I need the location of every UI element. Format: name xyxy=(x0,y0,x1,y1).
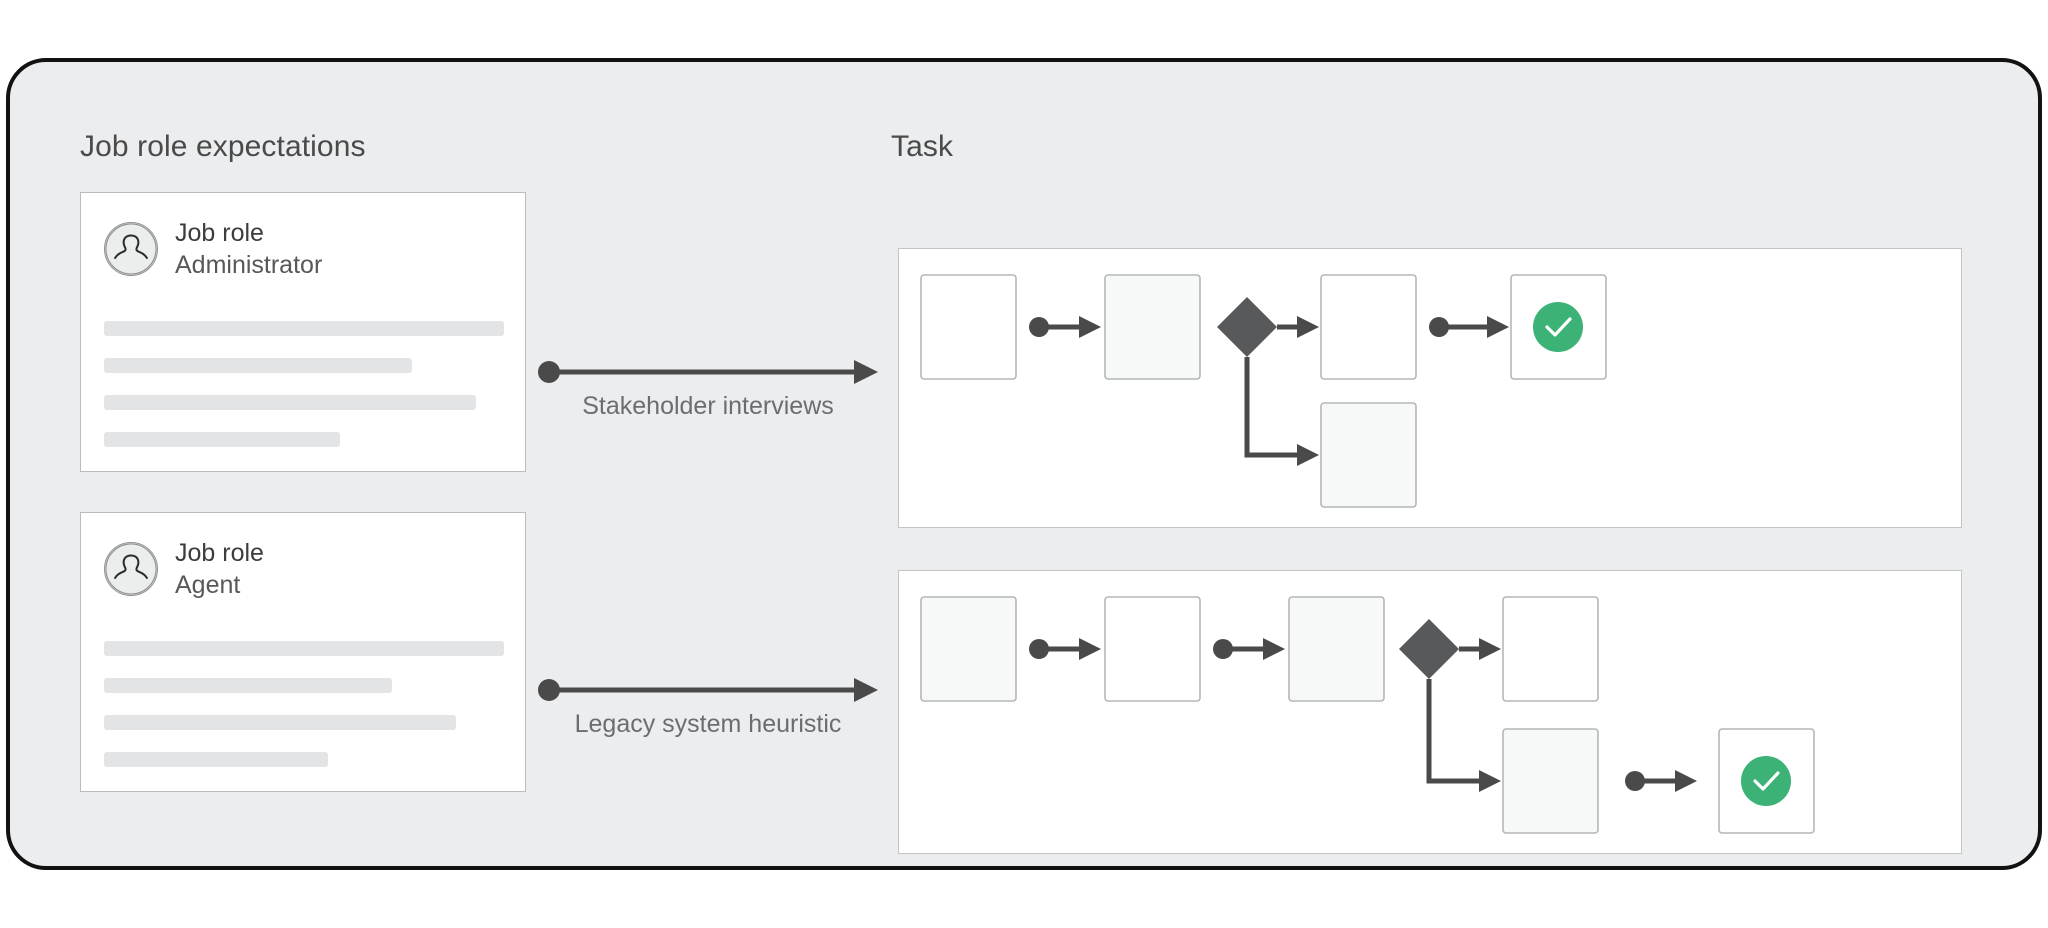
page-title-task: Task xyxy=(891,130,954,163)
job-role-header: Job role Administrator xyxy=(104,219,322,279)
connector-label: Legacy system heuristic xyxy=(574,710,842,738)
content-placeholder-list xyxy=(104,321,504,447)
task-flow-panel[interactable] xyxy=(898,248,1962,528)
placeholder-line xyxy=(104,432,340,447)
content-placeholder-list xyxy=(104,641,504,767)
connector-arrow-icon xyxy=(538,360,878,384)
diagram-frame: Job role expectations Task Job role Admi… xyxy=(6,58,2042,870)
job-role-label: Job role xyxy=(175,219,264,247)
success-check-icon xyxy=(1533,302,1583,352)
flow-node-step-1 xyxy=(920,596,1017,702)
flow-node-step-4 xyxy=(1502,596,1599,702)
flow-node-step-1 xyxy=(920,274,1017,380)
connector-legacy-system-heuristic: Legacy system heuristic xyxy=(538,670,878,760)
job-role-text: Job role Agent xyxy=(175,539,264,599)
decision-diamond-icon xyxy=(1399,619,1459,679)
connector-stakeholder-interviews: Stakeholder interviews xyxy=(538,352,878,442)
flow-node-step-2 xyxy=(1104,274,1201,380)
connector-arrow-icon xyxy=(538,678,878,702)
placeholder-line xyxy=(104,715,456,730)
success-check-icon xyxy=(1741,756,1791,806)
job-role-value: Agent xyxy=(175,571,241,599)
placeholder-line xyxy=(104,752,328,767)
flow-node-step-4 xyxy=(1320,402,1417,508)
placeholder-line xyxy=(104,358,412,373)
flow-node-step-2 xyxy=(1104,596,1201,702)
user-avatar-icon xyxy=(104,542,158,596)
job-role-value: Administrator xyxy=(175,251,323,279)
job-role-text: Job role Administrator xyxy=(175,219,322,279)
decision-diamond-icon xyxy=(1217,297,1277,357)
user-avatar-icon xyxy=(104,222,158,276)
job-role-card[interactable]: Job role Agent xyxy=(80,512,526,792)
job-role-card[interactable]: Job role Administrator xyxy=(80,192,526,472)
job-role-label: Job role xyxy=(175,539,264,567)
page-title-job-role-expectations: Job role expectations xyxy=(80,130,366,163)
placeholder-line xyxy=(104,395,476,410)
placeholder-line xyxy=(104,678,392,693)
task-flow-diagram xyxy=(920,596,1815,834)
task-flow-diagram xyxy=(920,274,1607,508)
task-flow-panel[interactable] xyxy=(898,570,1962,854)
placeholder-line xyxy=(104,321,504,336)
flow-node-step-3 xyxy=(1320,274,1417,380)
placeholder-line xyxy=(104,641,504,656)
flow-node-step-5 xyxy=(1502,728,1599,834)
connector-label: Stakeholder interviews xyxy=(582,392,834,420)
flow-node-step-3 xyxy=(1288,596,1385,702)
job-role-header: Job role Agent xyxy=(104,539,264,599)
